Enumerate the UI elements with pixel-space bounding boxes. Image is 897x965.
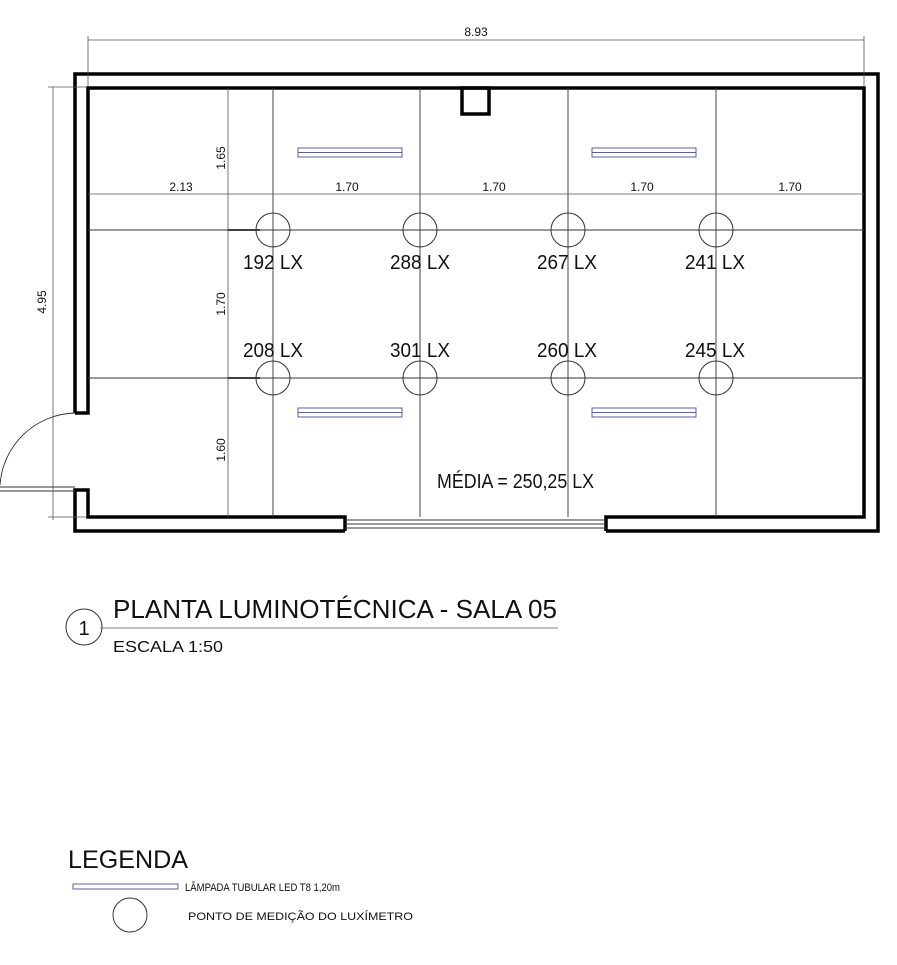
drawing-scale: ESCALA 1:50 bbox=[113, 639, 223, 656]
lux-reading: 245 LX bbox=[685, 340, 745, 362]
lamp-icon bbox=[72, 883, 179, 890]
circle-icon bbox=[402, 212, 438, 248]
lamp-icon bbox=[591, 147, 697, 158]
view-number: 1 bbox=[78, 618, 89, 640]
dim-offset-top: 1.65 bbox=[214, 146, 228, 170]
dim-offset-left: 2.13 bbox=[169, 180, 193, 194]
circle-icon bbox=[112, 897, 148, 933]
walls bbox=[73, 72, 880, 533]
dim-spacing-x: 1.70 bbox=[482, 180, 506, 194]
door bbox=[0, 412, 76, 492]
legend-heading: LEGENDA bbox=[68, 846, 188, 874]
lux-reading: 192 LX bbox=[243, 252, 303, 274]
circle-icon bbox=[255, 360, 291, 396]
legend-item-measurement-point: PONTO DE MEDIÇÃO DO LUXÍMETRO bbox=[188, 910, 413, 923]
dim-total-height: 4.95 bbox=[35, 290, 49, 314]
lux-reading: 288 LX bbox=[390, 252, 450, 274]
lamp-icon bbox=[591, 407, 697, 418]
legend: LEGENDA LÂMPADA TUBULAR LED T8 1,20m PON… bbox=[68, 846, 413, 933]
lux-reading: 208 LX bbox=[243, 340, 303, 362]
circle-icon bbox=[550, 212, 586, 248]
lamp-icon bbox=[297, 407, 403, 418]
lamp-icon bbox=[297, 147, 403, 158]
view-number-circle bbox=[65, 608, 103, 646]
legend-item-lamp: LÂMPADA TUBULAR LED T8 1,20m bbox=[185, 881, 340, 894]
dim-spacing-y: 1.70 bbox=[214, 292, 228, 316]
lux-reading: 260 LX bbox=[537, 340, 597, 362]
drawing-title: PLANTA LUMINOTÉCNICA - SALA 05 bbox=[113, 594, 557, 624]
dim-offset-bottom: 1.60 bbox=[214, 438, 228, 462]
circle-icon bbox=[550, 360, 586, 396]
measurement-points: 192 LX 288 LX 267 LX 241 LX 208 LX 301 L… bbox=[243, 212, 745, 493]
lux-reading: 301 LX bbox=[390, 340, 450, 362]
lamps bbox=[297, 147, 697, 418]
column-box bbox=[460, 86, 491, 116]
lux-reading: 267 LX bbox=[537, 252, 597, 274]
dim-spacing-x: 1.70 bbox=[778, 180, 802, 194]
circle-icon bbox=[698, 212, 734, 248]
title-block: 1 PLANTA LUMINOTÉCNICA - SALA 05 ESCALA … bbox=[65, 594, 558, 656]
dimension-lines: 8.93 4.95 2.13 1.70 1.70 1.70 1.70 1.65 … bbox=[35, 25, 865, 520]
circle-icon bbox=[402, 360, 438, 396]
circle-icon bbox=[255, 212, 291, 248]
window bbox=[345, 519, 606, 529]
measurement-grid bbox=[88, 88, 864, 517]
lux-reading: 241 LX bbox=[685, 252, 745, 274]
dim-spacing-x: 1.70 bbox=[335, 180, 359, 194]
average-lux: MÉDIA = 250,25 LX bbox=[437, 470, 594, 493]
circle-icon bbox=[698, 360, 734, 396]
dim-total-width: 8.93 bbox=[464, 25, 488, 39]
dim-spacing-x: 1.70 bbox=[630, 180, 654, 194]
